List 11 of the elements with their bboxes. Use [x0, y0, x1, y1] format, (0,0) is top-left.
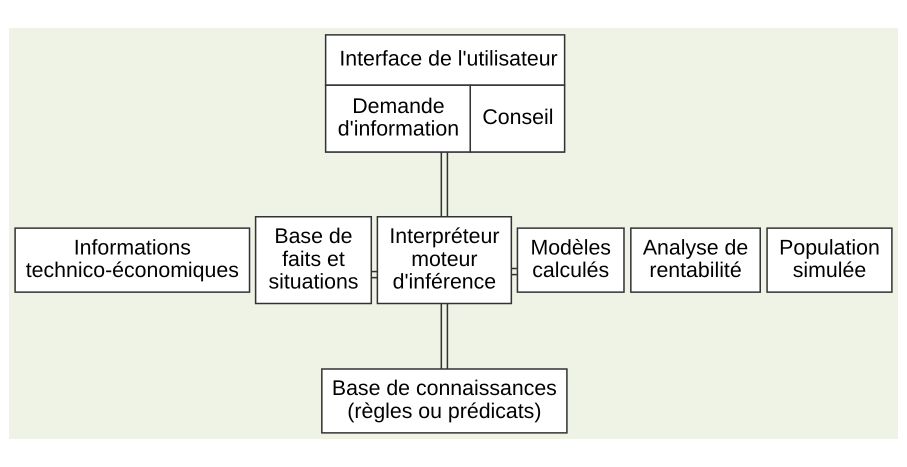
node-box: Analyse de rentabilité: [630, 227, 761, 293]
node-box: Informations technico-économiques: [14, 227, 250, 293]
node-box: Modèles calculés: [516, 227, 625, 293]
connector: [440, 152, 448, 216]
node-box: Interpréteur moteur d'inférence: [376, 216, 512, 304]
connector: [512, 268, 517, 276]
connector: [440, 304, 448, 369]
node-box: Population simulée: [766, 227, 893, 293]
node-box: Base de faits et situations: [254, 216, 372, 304]
connector: [372, 270, 377, 278]
node-box: Base de connaissances (règles ou prédicats): [321, 368, 568, 434]
